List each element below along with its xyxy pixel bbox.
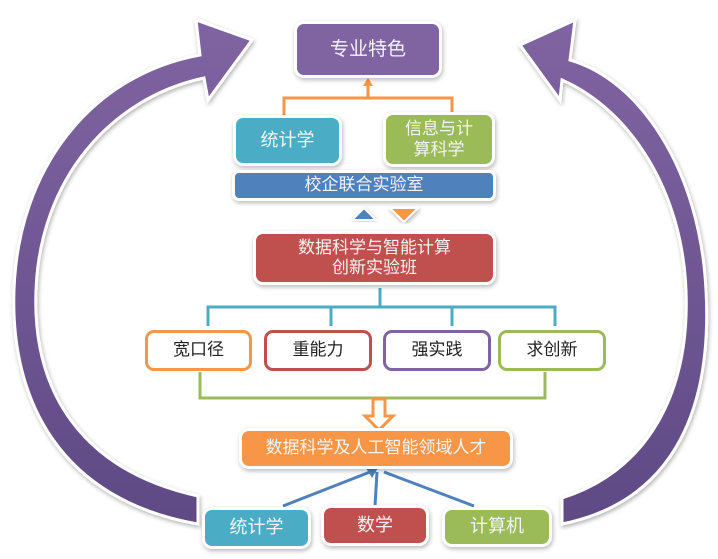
up-triangle-icon: [349, 206, 379, 221]
class-to-principles-connector: [206, 288, 557, 326]
down-triangle-icon: [387, 207, 421, 224]
connector-arrowhead-icon: [363, 78, 373, 86]
major-info-computing-box: 信息与计 算科学: [386, 115, 492, 164]
right-cycle-arrow: [517, 17, 709, 526]
major-statistics-box: 统计学: [236, 118, 339, 163]
title-box: 专业特色: [297, 24, 439, 75]
hollow-down-arrow-icon: [361, 397, 397, 433]
principle-broad-box: 宽口径: [145, 330, 252, 371]
principle-ability-box: 重能力: [264, 330, 372, 371]
principle-innovation-box: 求创新: [498, 330, 606, 371]
foundations-to-talent-arrows: [282, 468, 475, 508]
innovation-class-box: 数据科学与智能计算 创新实验班: [256, 234, 493, 282]
foundation-statistics-box: 统计学: [205, 510, 308, 546]
foundation-math-box: 数学: [324, 508, 426, 543]
foundation-computer-box: 计算机: [445, 510, 549, 544]
talent-box: 数据科学及人工智能领域人才: [242, 431, 510, 466]
joint-lab-box: 校企联合实验室: [235, 173, 493, 198]
principle-practice-box: 强实践: [383, 330, 491, 371]
left-cycle-arrow: [12, 17, 255, 526]
principles-to-talent-connector: [198, 372, 547, 400]
